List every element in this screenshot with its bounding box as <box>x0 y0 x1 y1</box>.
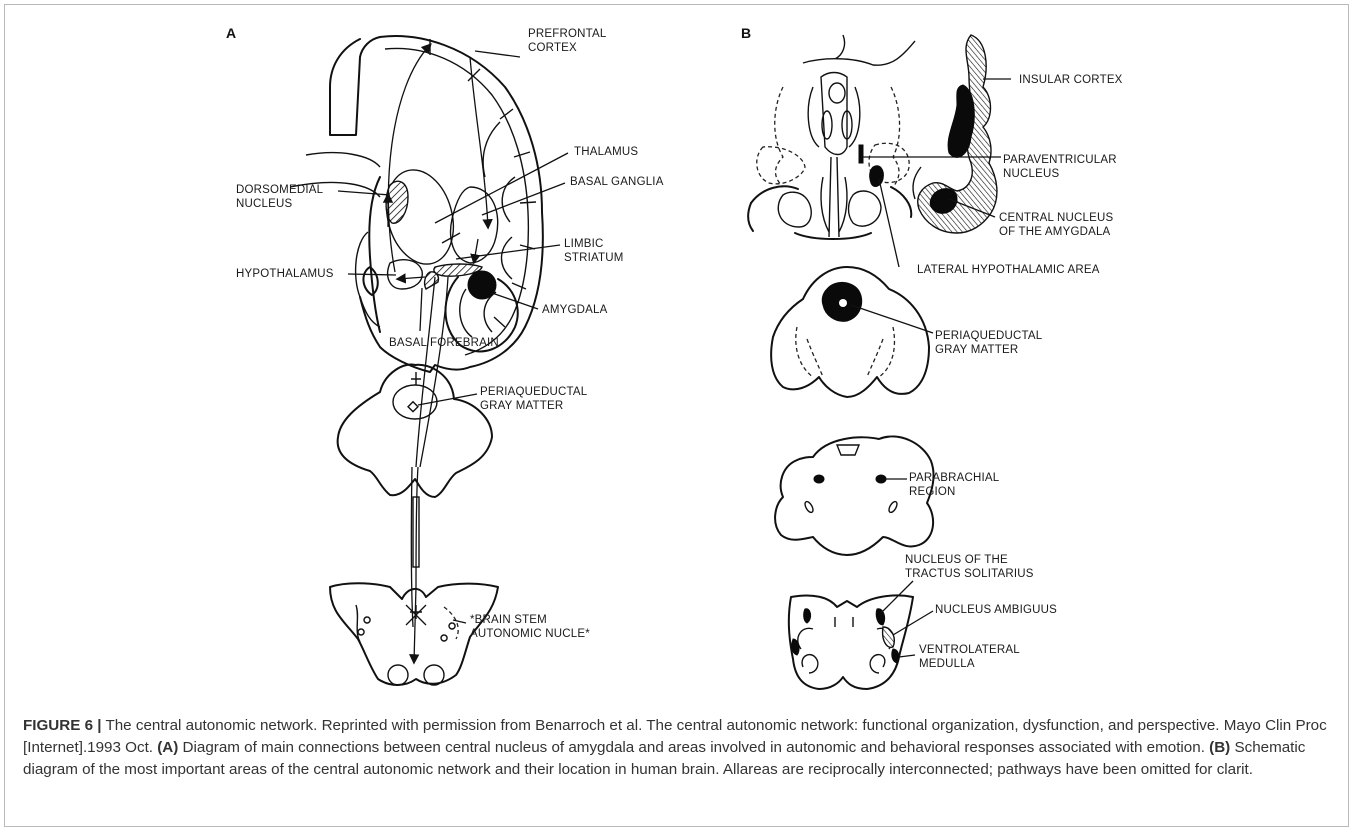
panel-b: B <box>743 27 1213 687</box>
lateral-hypothalamic-shape <box>870 166 884 187</box>
panel-a-drawing <box>230 27 670 687</box>
basal-forebrain-shape <box>425 272 439 289</box>
label-ventrolateral-medulla: VENTROLATERAL MEDULLA <box>919 643 1020 671</box>
caption-a-text: Diagram of main connections between cent… <box>178 739 1209 756</box>
forebrain-section-b <box>748 35 915 239</box>
label-brain-stem-nuclei: *BRAIN STEM AUTONOMIC NUCLE* <box>470 613 590 641</box>
basal-ganglia-shape <box>451 187 498 263</box>
label-lateral-hypothalamic-area: LATERAL HYPOTHALAMIC AREA <box>917 263 1100 277</box>
medulla-section-b <box>789 595 913 689</box>
label-basal-forebrain: BASAL FOREBRAIN <box>389 336 499 350</box>
label-insular-cortex: INSULAR CORTEX <box>1019 73 1123 87</box>
midbrain-section-a <box>338 364 492 497</box>
paraventricular-shape <box>859 145 863 163</box>
label-paraventricular-nucleus: PARAVENTRICULAR NUCLEUS <box>1003 153 1117 181</box>
label-basal-ganglia: BASAL GANGLIA <box>570 175 664 189</box>
caption-b-tag: (B) <box>1209 739 1230 756</box>
label-nucleus-ambiguus: NUCLEUS AMBIGUUS <box>935 603 1057 617</box>
label-periaqueductal-gray-a: PERIAQUEDUCTAL GRAY MATTER <box>480 385 587 413</box>
label-parabrachial-region: PARABRACHIAL REGION <box>909 471 999 499</box>
label-hypothalamus: HYPOTHALAMUS <box>236 267 334 281</box>
label-dorsomedial-nucleus: DORSOMEDIAL NUCLEUS <box>236 183 323 211</box>
label-nucleus-tractus-solitarius: NUCLEUS OF THE TRACTUS SOLITARIUS <box>905 553 1034 581</box>
caption-figure-label: FIGURE 6 | <box>23 717 102 734</box>
figure-caption: FIGURE 6 | The central autonomic network… <box>23 715 1333 781</box>
panel-b-drawing <box>743 27 1213 687</box>
label-limbic-striatum: LIMBIC STRIATUM <box>564 237 624 265</box>
caption-a-tag: (A) <box>157 739 178 756</box>
label-prefrontal-cortex: PREFRONTAL CORTEX <box>528 27 606 55</box>
coronal-section-a <box>290 36 543 372</box>
label-central-nucleus-amygdala: CENTRAL NUCLEUS OF THE AMYGDALA <box>999 211 1113 239</box>
panel-a: A <box>230 27 670 687</box>
midbrain-section-b <box>771 267 929 397</box>
figure-frame: A <box>4 4 1349 827</box>
label-thalamus: THALAMUS <box>574 145 638 159</box>
label-amygdala: AMYGDALA <box>542 303 608 317</box>
label-periaqueductal-gray-b: PERIAQUEDUCTAL GRAY MATTER <box>935 329 1042 357</box>
amygdala-shape <box>468 271 496 299</box>
dorsomedial-nucleus-shape <box>386 181 408 223</box>
